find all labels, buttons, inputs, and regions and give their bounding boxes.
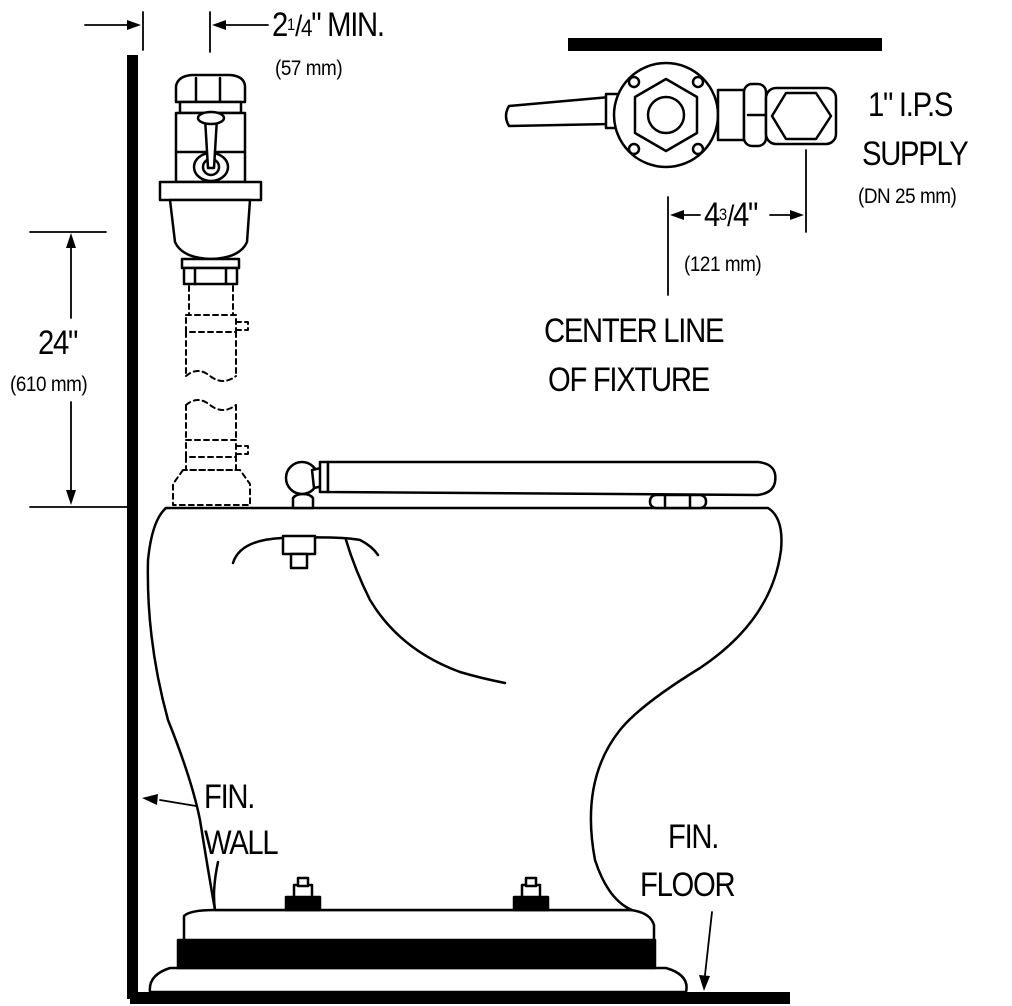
- height-mm: (610 mm): [10, 373, 88, 396]
- offset-whole: 4: [704, 196, 720, 234]
- min-distance-numerator: 1: [286, 15, 296, 34]
- top-view-wall: [568, 38, 882, 51]
- supply-size-label: 1" I.P.S: [868, 86, 953, 124]
- wall-label-line1: FIN.: [204, 778, 255, 816]
- offset-dimension: [668, 150, 806, 295]
- centerline-label-line1: CENTER LINE: [544, 312, 724, 350]
- height-dimension: [30, 232, 128, 507]
- floor-label-line2: FLOOR: [640, 866, 736, 904]
- offset-suffix: ": [747, 196, 758, 234]
- min-distance-denominator: 4: [301, 15, 312, 42]
- offset-mm: (121 mm): [684, 253, 762, 276]
- toilet-seat: [286, 462, 775, 508]
- min-distance-whole: 2: [272, 6, 288, 44]
- min-distance-label: 21/4" MIN.: [272, 6, 385, 44]
- supply-label: SUPPLY: [862, 135, 969, 173]
- flushometer-valve: [160, 75, 261, 284]
- supply-mm: (DN 25 mm): [858, 185, 957, 208]
- toilet-bowl: [148, 508, 782, 992]
- finished-floor: [130, 992, 790, 1004]
- offset-denominator: 4: [733, 196, 749, 234]
- centerline-label-line2: OF FIXTURE: [548, 361, 710, 399]
- offset-label: 43/4": [704, 196, 758, 234]
- height-inches: 24": [38, 324, 78, 362]
- floor-label-line1: FIN.: [668, 818, 719, 856]
- leader-arrows: [142, 794, 712, 991]
- min-distance-suffix: " MIN.: [311, 6, 385, 44]
- offset-numerator: 3: [718, 205, 728, 224]
- wall-label-line2: WALL: [204, 824, 279, 862]
- min-distance-mm: (57 mm): [275, 57, 343, 80]
- supply-stop-top-view: [506, 38, 882, 167]
- floor-bolts: [286, 878, 548, 910]
- flush-connection-dashed: [173, 286, 250, 505]
- min-distance-dimension: [85, 12, 268, 52]
- finished-wall: [127, 55, 138, 999]
